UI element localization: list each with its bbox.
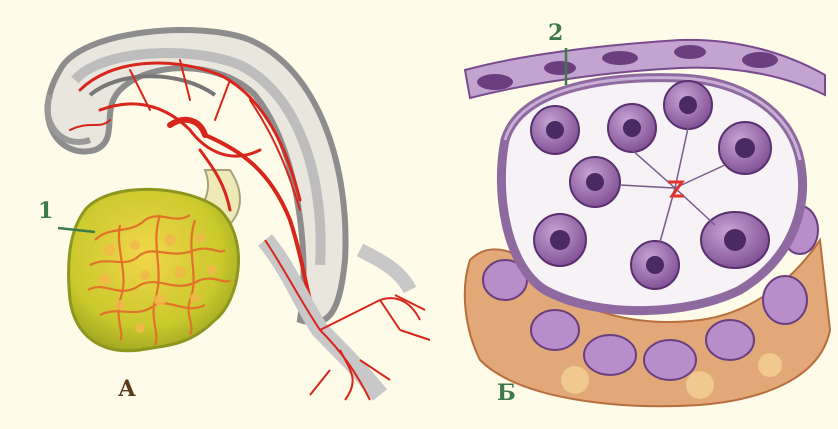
panel-a-label: А — [118, 378, 136, 400]
panel-b-label: Б — [497, 382, 516, 404]
panel-b-blood-island — [465, 40, 830, 406]
marker-2-label: 2 — [548, 22, 563, 44]
panel-a-embryo-drawing — [47, 30, 430, 400]
marker-1-label: 1 — [38, 200, 53, 222]
